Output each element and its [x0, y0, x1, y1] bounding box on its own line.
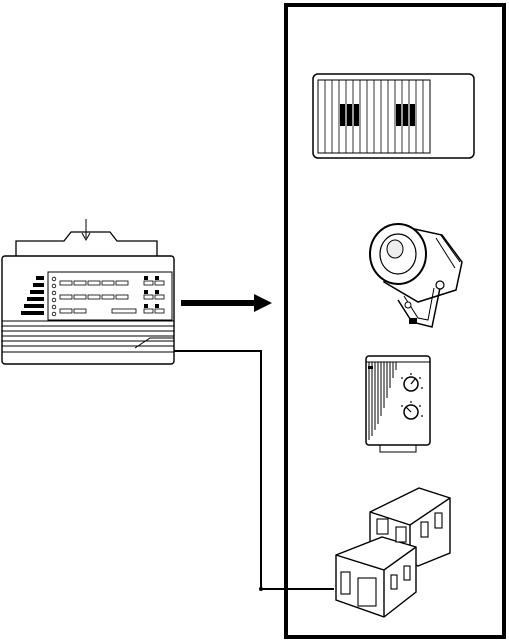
wire-junction [259, 587, 263, 591]
keypad-module-icon [313, 74, 474, 158]
wire-connection [174, 351, 334, 589]
output-arrow [181, 294, 272, 312]
siren-speaker-icon [370, 224, 462, 327]
control-panel-icon [2, 219, 174, 364]
wall-sensor-icon [366, 356, 430, 452]
building-icon [336, 488, 450, 617]
